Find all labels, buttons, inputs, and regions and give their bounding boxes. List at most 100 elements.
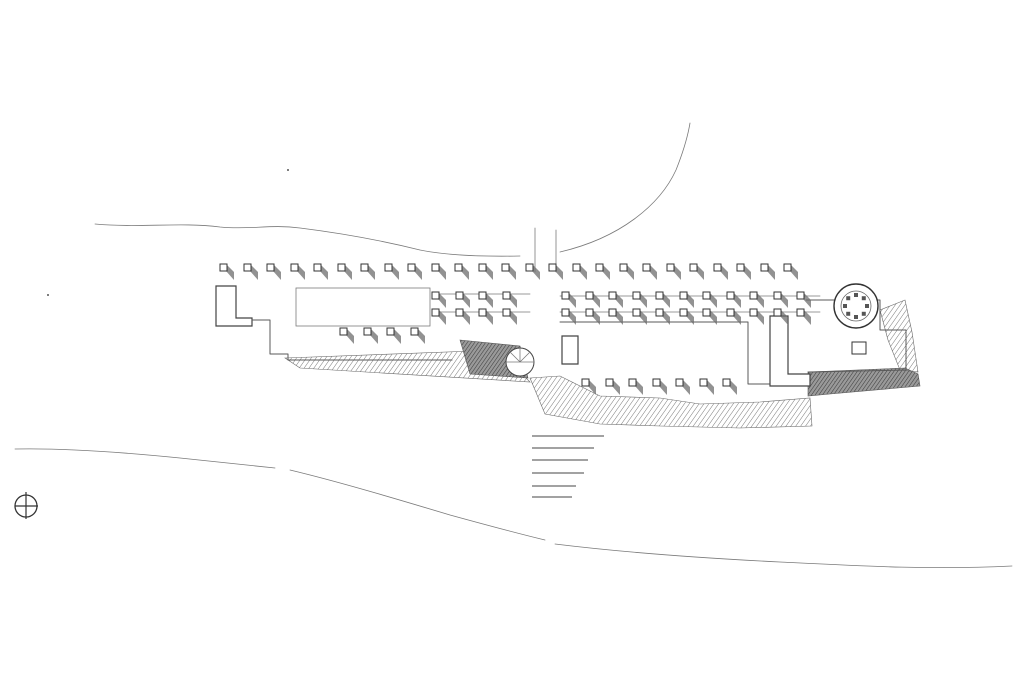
pier [749,308,764,325]
pier [501,263,516,280]
tower-column [854,293,858,297]
pier [760,263,775,280]
lower-contour-line-2 [289,469,546,541]
pier [290,263,305,280]
pier [360,263,375,280]
east-courtyard-block [851,341,867,355]
spiral-stair [505,347,535,377]
pier [632,308,647,325]
pier [339,327,354,344]
tower-column [843,304,847,308]
terrain-lines [14,122,1013,569]
pier [595,263,610,280]
pier [632,291,647,308]
central-pier-block [561,335,579,365]
pier [455,291,470,308]
pier [783,263,798,280]
pier [455,308,470,325]
pier [363,327,378,344]
pier [605,378,620,395]
west-corridor-outline [251,319,453,361]
pier [655,308,670,325]
pier [454,263,469,280]
pier [561,308,576,325]
pier [628,378,643,395]
pier [407,263,422,280]
pier [702,291,717,308]
pier [722,378,737,395]
tower-columns [843,293,869,319]
tower-column [865,304,869,308]
pier [266,263,281,280]
pier [548,263,563,280]
pier [313,263,328,280]
pier [699,378,714,395]
pier [749,291,764,308]
east-shadow [807,367,921,397]
pier [219,263,234,280]
pier [585,291,600,308]
pier [652,378,667,395]
pier [243,263,258,280]
pencil-dot [47,294,49,296]
round-tower-inner [840,290,872,322]
pier [502,308,517,325]
tower-column [861,296,866,301]
pier [525,263,540,280]
pier [608,308,623,325]
pier [608,291,623,308]
pier [478,291,493,308]
pier [581,378,596,395]
tower-column [846,311,851,316]
pier [689,263,704,280]
west-hall-inner [295,287,431,327]
pier [702,308,717,325]
pier [478,308,493,325]
pier [666,263,681,280]
pier [619,263,634,280]
pier [431,291,446,308]
pier [384,263,399,280]
upper-contour-line [94,223,521,257]
pier [431,308,446,325]
pier [655,291,670,308]
pier [679,308,694,325]
pier [431,263,446,280]
tower-column [846,296,851,301]
pier [796,291,811,308]
tower-shadow [879,299,919,373]
east-room-outline [769,315,811,387]
pier [478,263,493,280]
pier [713,263,728,280]
building-walls [215,285,907,387]
pier [726,291,741,308]
pier [561,291,576,308]
pier [675,378,690,395]
pier [679,291,694,308]
north-arrow-icon [14,492,38,519]
pier [773,308,788,325]
pier [337,263,352,280]
lower-contour-line-3 [554,543,1013,569]
pier-grid [219,263,811,395]
tower-column [854,315,858,319]
pier [642,263,657,280]
road-curve [559,122,691,253]
lower-contour-line [14,448,276,469]
round-tower [833,283,879,329]
pier [585,308,600,325]
pier [726,308,741,325]
round-tower-outline [833,283,879,329]
pier [502,291,517,308]
pier [796,308,811,325]
pier [386,327,401,344]
south-shadow-east-wing [529,375,813,429]
tower-column [861,311,866,316]
pier [736,263,751,280]
pencil-dot [287,169,289,171]
pier [410,327,425,344]
entrance-steps [532,435,604,498]
pier [572,263,587,280]
building-shadows [284,299,921,429]
